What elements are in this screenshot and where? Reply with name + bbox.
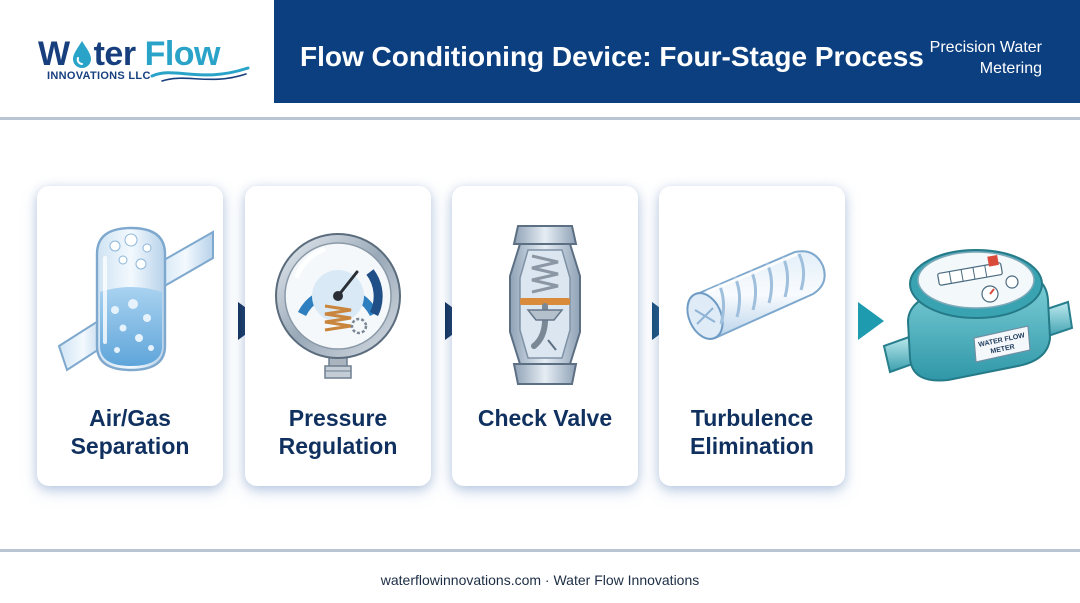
stage-label: Pressure Regulation bbox=[245, 404, 431, 460]
meter-label-line2: METER bbox=[990, 344, 1015, 356]
top-divider bbox=[0, 117, 1080, 120]
logo-word-w: W bbox=[38, 34, 70, 73]
stage-label: Turbulence Elimination bbox=[659, 404, 845, 460]
stage-label-text: Check Valve bbox=[477, 405, 613, 431]
stage-card-air-gas-separation: Air/Gas Separation bbox=[37, 186, 223, 486]
flow-arrow-icon bbox=[858, 302, 884, 340]
header-bar: Flow Conditioning Device: Four-Stage Pro… bbox=[274, 0, 1080, 103]
stage-label: Check Valve bbox=[452, 404, 638, 432]
logo-wave-icon bbox=[150, 66, 250, 82]
stage-label: Air/Gas Separation bbox=[37, 404, 223, 460]
stage-card-check-valve: Check Valve bbox=[452, 186, 638, 486]
stage-card-pressure-regulation: Pressure Regulation bbox=[245, 186, 431, 486]
pressure-gauge-icon bbox=[275, 233, 401, 379]
water-drop-icon bbox=[72, 41, 91, 68]
stage-card-turbulence-elimination: Turbulence Elimination bbox=[659, 186, 845, 486]
logo-subtitle: INNOVATIONS LLC bbox=[47, 70, 151, 82]
footer-text: waterflowinnovations.com · Water Flow In… bbox=[380, 572, 700, 588]
company-logo: W ter Flow INNOVATIONS LLC bbox=[0, 0, 274, 103]
logo-word-ter: ter bbox=[93, 34, 136, 73]
stage-label-text: Pressure Regulation bbox=[278, 405, 398, 459]
page-title: Flow Conditioning Device: Four-Stage Pro… bbox=[300, 41, 924, 72]
stage-label-text: Air/Gas Separation bbox=[70, 405, 190, 459]
air-gas-separator-icon bbox=[57, 226, 214, 372]
stage-label-text: Turbulence Elimination bbox=[690, 405, 814, 459]
logo-word-flow: Flow bbox=[144, 34, 221, 73]
check-valve-icon bbox=[509, 225, 581, 385]
bottom-divider bbox=[0, 549, 1080, 552]
flow-straightener-icon bbox=[686, 250, 826, 340]
water-meter-icon: WATER FLOW METER bbox=[882, 249, 1074, 382]
header-tagline: Precision Water Metering bbox=[929, 39, 1042, 77]
logo-wordmark: W ter Flow bbox=[38, 34, 221, 73]
